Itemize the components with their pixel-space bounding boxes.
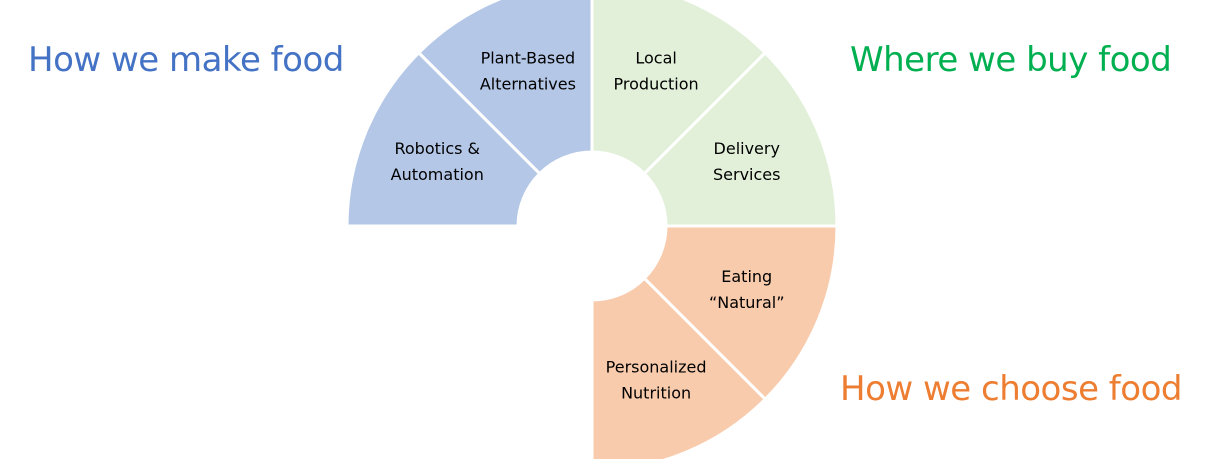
segment-label-line: Robotics & bbox=[394, 139, 480, 158]
segment-label-robotics-automation: Robotics & Automation bbox=[391, 139, 484, 184]
segment-personalized-nutrition bbox=[590, 276, 768, 459]
segment-eating-natural bbox=[642, 224, 839, 402]
segment-label-line: Services bbox=[713, 165, 780, 184]
segment-label-line: Eating bbox=[721, 267, 772, 286]
group-title-buy: Where we buy food bbox=[850, 40, 1172, 80]
segment-label-line: Delivery bbox=[714, 139, 780, 158]
segment-robotics bbox=[345, 50, 542, 228]
group-title-make: How we make food bbox=[28, 40, 344, 80]
segment-label-line: “Natural” bbox=[709, 293, 785, 312]
segment-label-line: Production bbox=[614, 74, 699, 93]
segment-label-line: Nutrition bbox=[621, 384, 691, 403]
segment-label-line: Alternatives bbox=[480, 74, 576, 93]
group-title-choose: How we choose food bbox=[840, 369, 1182, 409]
segment-label-line: Automation bbox=[391, 165, 484, 184]
segment-label-line: Plant-Based bbox=[481, 48, 576, 67]
segment-label-line: Personalized bbox=[606, 358, 707, 377]
segment-label-line: Local bbox=[635, 48, 676, 67]
segment-delivery bbox=[642, 50, 839, 228]
segment-plant-based bbox=[416, 0, 594, 176]
segment-local-production bbox=[590, 0, 768, 176]
segment-label-eating-natural: Eating “Natural” bbox=[709, 267, 785, 312]
